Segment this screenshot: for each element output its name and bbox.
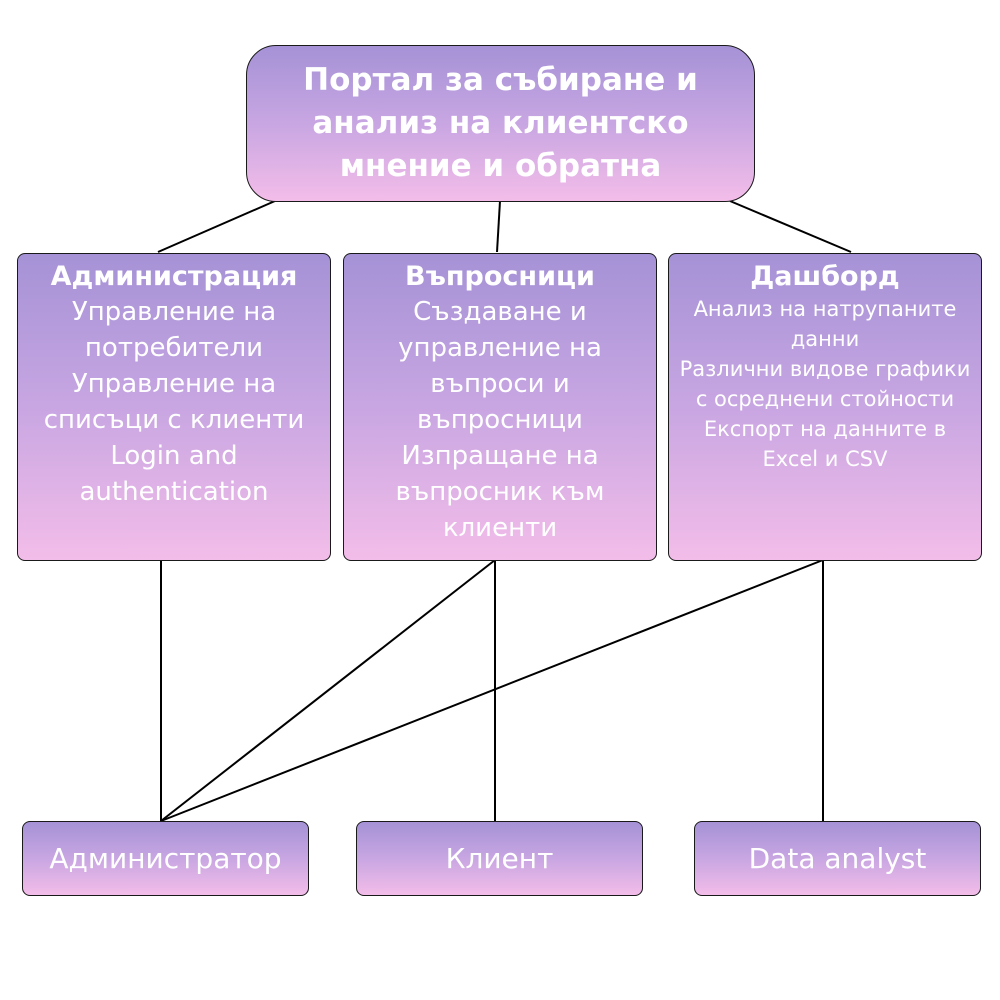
module-item: Login and authentication (79, 441, 269, 507)
role-administrator: Администратор (22, 821, 309, 896)
root-title: Портал за събиране и анализ на клиентско… (303, 62, 698, 184)
role-label: Клиент (445, 842, 554, 875)
role-label: Администратор (49, 842, 282, 875)
connector-root-administration (157, 200, 276, 253)
module-items: Управление на потребители Управление на … (18, 294, 330, 510)
module-administration: Администрация Управление на потребители … (17, 253, 331, 561)
module-title: Дашборд (750, 261, 900, 292)
role-label: Data analyst (748, 842, 927, 875)
connector-root-dashboard (729, 200, 852, 253)
module-dashboard: Дашборд Анализ на натрупаните данни Разл… (668, 253, 982, 561)
module-items: Създаване и управление на въпроси и въпр… (344, 294, 656, 546)
connector-dashboard-administrator (160, 559, 824, 822)
module-items: Анализ на натрупаните данни Различни вид… (669, 294, 981, 474)
module-questionnaires: Въпросници Създаване и управление на въп… (343, 253, 657, 561)
module-item: Създаване и управление на въпроси и въпр… (398, 297, 602, 435)
module-item: Експорт на данните в Excel и CSV (703, 417, 947, 471)
module-item: Различни видове графики с осреднени стой… (679, 357, 971, 411)
module-item: Управление на потребители (71, 297, 277, 363)
role-data-analyst: Data analyst (694, 821, 981, 896)
connector-questionnaires-administrator (160, 559, 496, 822)
module-item: Управление на списъци с клиенти (43, 369, 305, 435)
role-client: Клиент (356, 821, 643, 896)
module-title: Администрация (50, 261, 298, 292)
connector-root-questionnaires (496, 200, 501, 253)
module-item: Изпращане на въпросник към клиенти (395, 441, 605, 543)
root-node: Портал за събиране и анализ на клиентско… (246, 45, 755, 202)
module-item: Анализ на натрупаните данни (693, 297, 957, 351)
module-title: Въпросници (405, 261, 595, 292)
